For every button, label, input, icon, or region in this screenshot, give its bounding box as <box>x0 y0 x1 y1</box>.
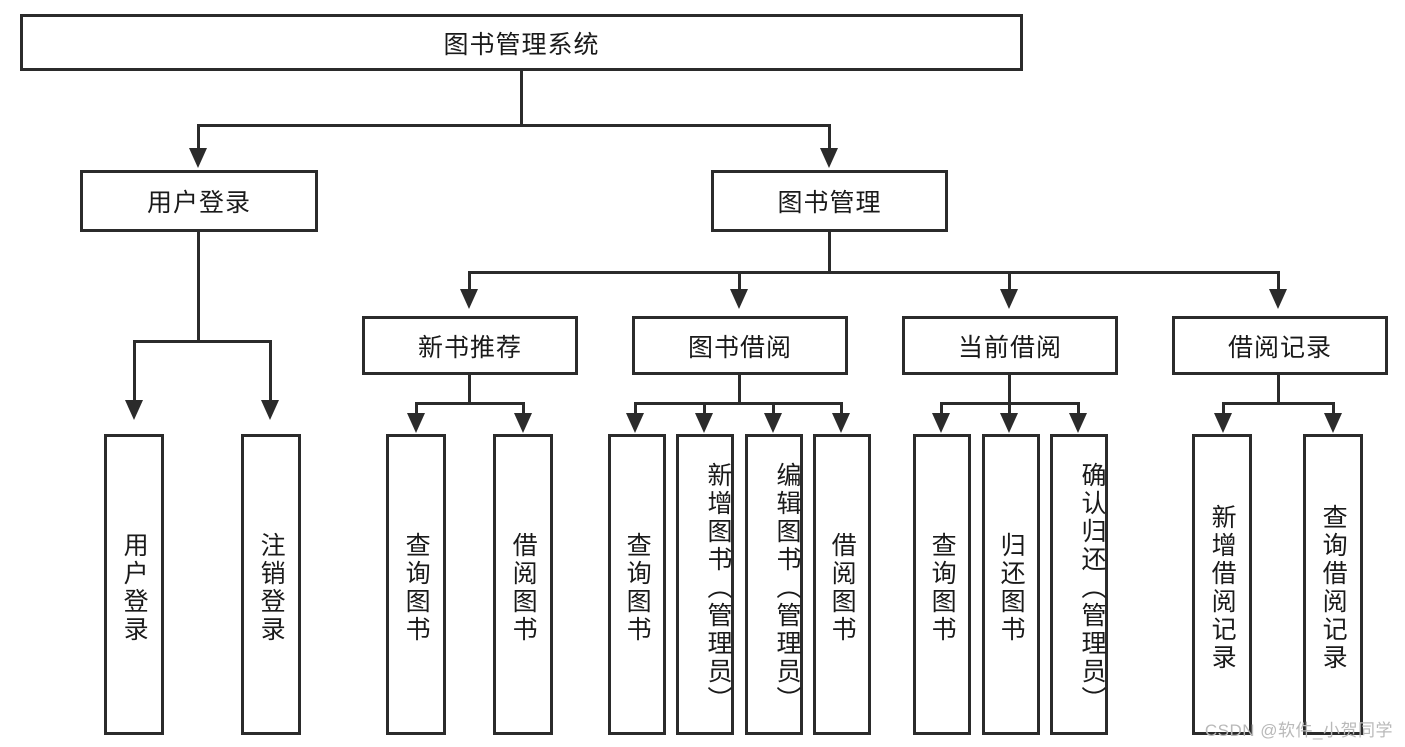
node-label: 查询图书 <box>402 531 431 644</box>
arrow-book-borrow-leaf-3 <box>832 413 850 433</box>
node-label: 编辑图书（管理员） <box>773 461 801 714</box>
node-label: 新增图书（管理员） <box>704 461 732 714</box>
edge-book-borrow-leaf-0 <box>634 402 637 416</box>
arrow-book-borrow-leaf-2 <box>764 413 782 433</box>
arrow-book-borrow-leaf-0 <box>626 413 644 433</box>
arrow-to-borrow-record <box>1269 289 1287 309</box>
leaf-add-book[interactable]: 新增图书（管理员） <box>676 434 734 735</box>
arrow-book-borrow-leaf-1 <box>695 413 713 433</box>
node-book-manage[interactable]: 图书管理 <box>711 170 948 232</box>
leaf-borrow-book-1[interactable]: 借阅图书 <box>493 434 553 735</box>
edge-root-to-book-manage <box>828 124 831 150</box>
edge-current-borrow-leaf-1 <box>1008 402 1011 416</box>
node-book-borrow[interactable]: 图书借阅 <box>632 316 848 375</box>
edge-book-manage-bar <box>468 271 1280 274</box>
leaf-user-login[interactable]: 用户登录 <box>104 434 164 735</box>
arrow-user-login-leaf-1 <box>261 400 279 420</box>
leaf-confirm-return[interactable]: 确认归还（管理员） <box>1050 434 1108 735</box>
edge-root-bar <box>197 124 831 127</box>
edge-book-manage-to-book-borrow <box>738 271 741 291</box>
leaf-add-record[interactable]: 新增借阅记录 <box>1192 434 1252 735</box>
edge-user-login-leaf-0 <box>133 340 136 402</box>
edge-new-book-trunk <box>468 375 471 404</box>
node-label: 借阅图书 <box>509 531 538 644</box>
node-label: 用户登录 <box>120 531 149 644</box>
edge-borrow-record-leaf-1 <box>1332 402 1335 416</box>
edge-root-to-user-login <box>197 124 200 150</box>
node-label: 图书管理系统 <box>443 30 600 59</box>
leaf-query-book-1[interactable]: 查询图书 <box>386 434 446 735</box>
edge-book-borrow-leaf-3 <box>840 402 843 416</box>
arrow-new-book-leaf-0 <box>407 413 425 433</box>
edge-current-borrow-trunk <box>1008 375 1011 404</box>
arrow-to-book-borrow <box>730 289 748 309</box>
edge-user-login-bar <box>133 340 272 343</box>
edge-borrow-record-leaf-0 <box>1222 402 1225 416</box>
edge-borrow-record-trunk <box>1277 375 1280 404</box>
arrow-current-borrow-leaf-0 <box>932 413 950 433</box>
node-label: 图书借阅 <box>687 333 792 362</box>
edge-book-borrow-trunk <box>738 375 741 404</box>
node-label: 新增借阅记录 <box>1208 503 1237 672</box>
leaf-return-book[interactable]: 归还图书 <box>982 434 1040 735</box>
node-label: 当前借阅 <box>957 333 1062 362</box>
node-label: 新书推荐 <box>417 333 522 362</box>
edge-book-borrow-bar <box>634 402 843 405</box>
edge-new-book-leaf-1 <box>522 402 525 416</box>
arrow-to-user-login <box>189 148 207 168</box>
arrow-to-new-book-recommend <box>460 289 478 309</box>
arrow-user-login-leaf-0 <box>125 400 143 420</box>
node-label: 归还图书 <box>997 531 1026 644</box>
edge-user-login-trunk <box>197 232 200 342</box>
edge-current-borrow-leaf-0 <box>940 402 943 416</box>
edge-book-manage-to-borrow-record <box>1277 271 1280 291</box>
leaf-logout-login[interactable]: 注销登录 <box>241 434 301 735</box>
node-label: 查询借阅记录 <box>1319 503 1348 672</box>
node-current-borrow[interactable]: 当前借阅 <box>902 316 1118 375</box>
edge-book-borrow-leaf-1 <box>703 402 706 416</box>
edge-borrow-record-bar <box>1222 402 1335 405</box>
node-user-login[interactable]: 用户登录 <box>80 170 318 232</box>
leaf-query-record[interactable]: 查询借阅记录 <box>1303 434 1363 735</box>
edge-current-borrow-leaf-2 <box>1077 402 1080 416</box>
edge-new-book-leaf-0 <box>415 402 418 416</box>
node-label: 图书管理 <box>777 189 882 217</box>
edge-book-manage-trunk <box>828 232 831 273</box>
arrow-to-current-borrow <box>1000 289 1018 309</box>
edge-book-manage-to-new-book <box>468 271 471 291</box>
arrow-current-borrow-leaf-1 <box>1000 413 1018 433</box>
node-label: 查询图书 <box>928 531 957 644</box>
edge-root-trunk <box>520 71 523 124</box>
node-root-book-management-system[interactable]: 图书管理系统 <box>20 14 1023 71</box>
node-label: 用户登录 <box>146 189 251 217</box>
node-label: 借阅记录 <box>1227 333 1332 362</box>
node-borrow-record[interactable]: 借阅记录 <box>1172 316 1388 375</box>
leaf-edit-book[interactable]: 编辑图书（管理员） <box>745 434 803 735</box>
edge-book-borrow-leaf-2 <box>772 402 775 416</box>
edge-book-manage-to-current-borrow <box>1008 271 1011 291</box>
leaf-borrow-book-2[interactable]: 借阅图书 <box>813 434 871 735</box>
node-label: 确认归还（管理员） <box>1078 461 1106 714</box>
node-new-book-recommend[interactable]: 新书推荐 <box>362 316 578 375</box>
arrow-to-book-manage <box>820 148 838 168</box>
leaf-query-book-3[interactable]: 查询图书 <box>913 434 971 735</box>
node-label: 借阅图书 <box>828 531 857 644</box>
edge-new-book-bar <box>415 402 525 405</box>
arrow-borrow-record-leaf-0 <box>1214 413 1232 433</box>
edge-user-login-leaf-1 <box>269 340 272 402</box>
arrow-new-book-leaf-1 <box>514 413 532 433</box>
arrow-current-borrow-leaf-2 <box>1069 413 1087 433</box>
arrow-borrow-record-leaf-1 <box>1324 413 1342 433</box>
leaf-query-book-2[interactable]: 查询图书 <box>608 434 666 735</box>
node-label: 注销登录 <box>257 531 286 644</box>
node-label: 查询图书 <box>623 531 652 644</box>
csdn-watermark: CSDN @软件_小贺同学 <box>1204 721 1393 740</box>
